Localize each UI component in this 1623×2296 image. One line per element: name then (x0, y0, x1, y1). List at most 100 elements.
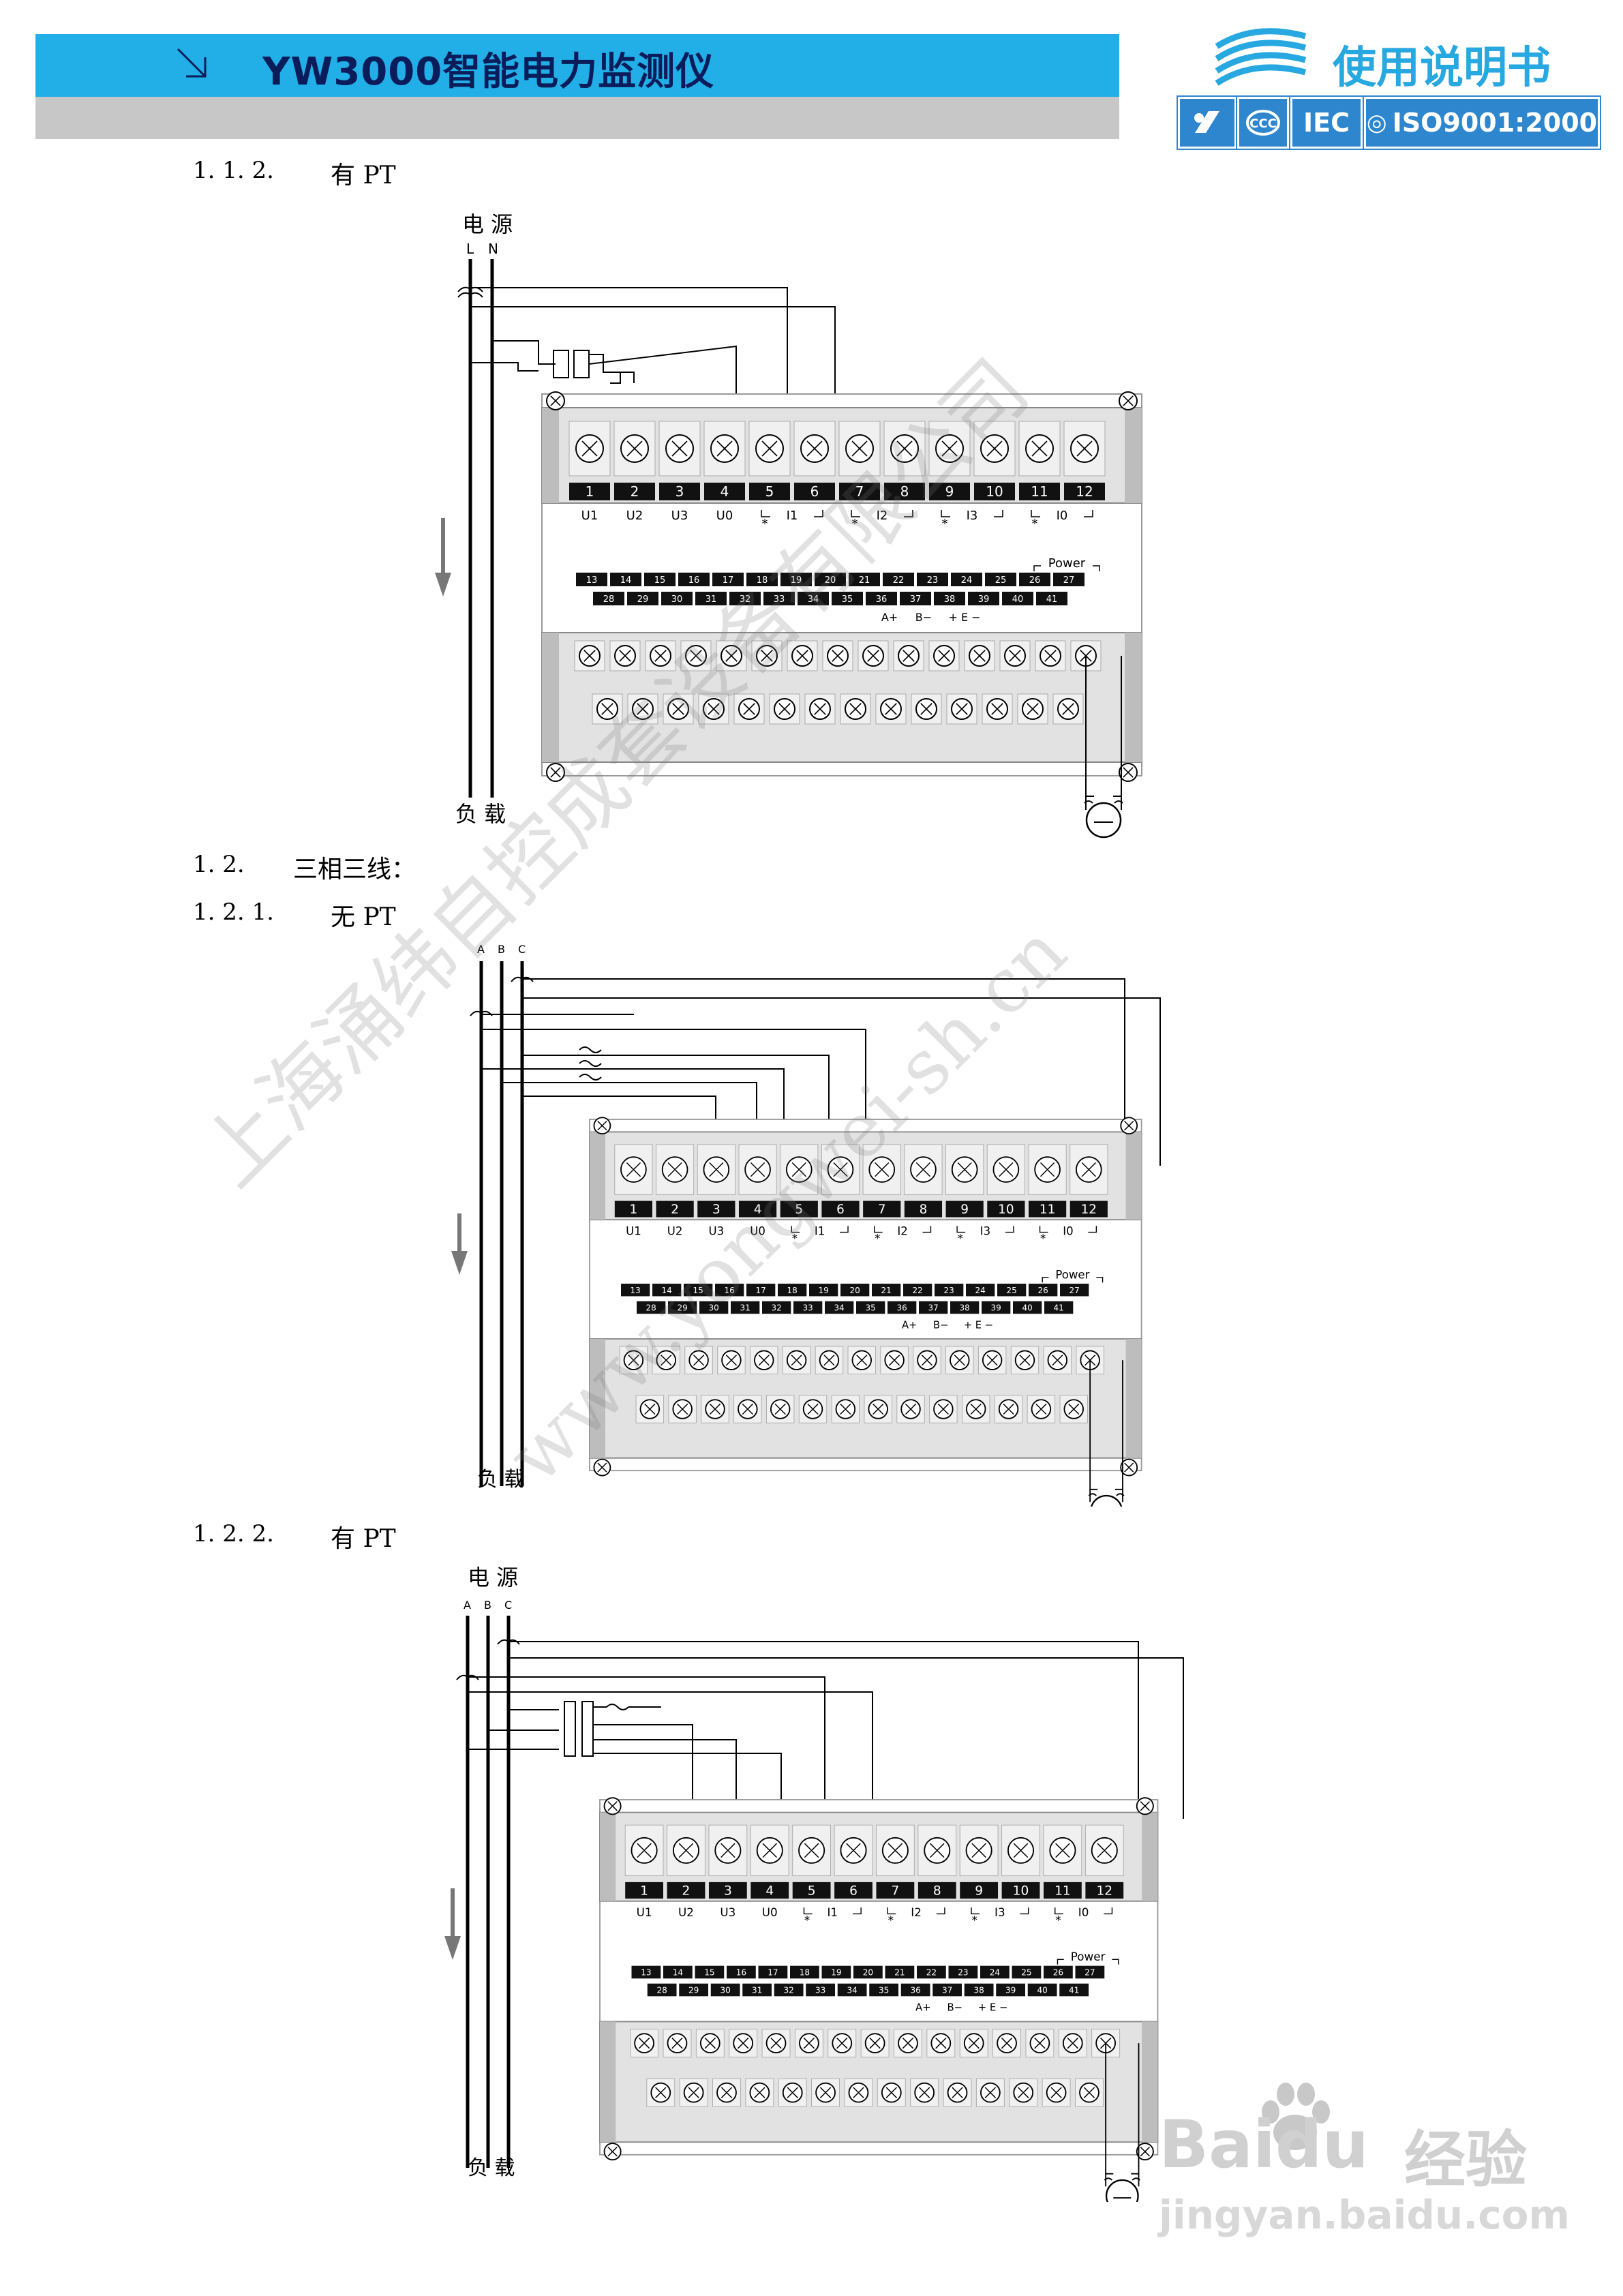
terminal-number-box (798, 592, 829, 605)
section-title: 三相三线： (293, 856, 416, 883)
terminal-number-box (966, 1284, 995, 1297)
terminal-number-box (821, 1200, 860, 1218)
polarity-mark: * (888, 1913, 894, 1927)
terminal-number: 2 (631, 483, 639, 500)
terminal-number: 24 (961, 575, 973, 586)
manual-label: 使用说明书 (1333, 43, 1551, 93)
terminal-label: I2 (911, 1905, 922, 1919)
wave-logo-icon (1215, 28, 1307, 86)
terminal-number: 26 (1038, 1286, 1048, 1295)
terminal-number: 16 (725, 1286, 735, 1295)
section-title: 无 PT (331, 903, 396, 931)
terminal-number-box (856, 1301, 885, 1314)
phase-label-a: A (477, 943, 485, 956)
terminal-number: 27 (1063, 575, 1075, 586)
terminal-number: 26 (1029, 575, 1041, 586)
terminal-number-box (1029, 1200, 1067, 1218)
terminal-number: 36 (910, 1986, 920, 1995)
terminal-number: 32 (772, 1303, 782, 1313)
terminal-number-box (809, 1284, 838, 1297)
terminal-number-box (1044, 1301, 1074, 1314)
terminal-number: 14 (620, 575, 632, 586)
terminal-number-box (866, 592, 897, 605)
section-title: 有 PT (331, 1525, 396, 1553)
terminal-number: 20 (825, 575, 836, 586)
phase-label-c: C (504, 1599, 512, 1612)
load-label: 负 载 (477, 1468, 525, 1492)
terminal-number: 10 (998, 1203, 1014, 1217)
terminal-number-box (948, 1965, 978, 1979)
terminal-number: 7 (855, 483, 864, 500)
arrow-down-icon (435, 518, 451, 596)
terminal-number-box (863, 1200, 901, 1218)
terminal-number: 31 (752, 1986, 762, 1995)
arrow-down-icon (451, 1213, 468, 1275)
terminal-number-box (917, 1882, 956, 1899)
terminal-label: U3 (671, 509, 688, 523)
terminal-number-box (980, 1965, 1010, 1979)
terminal-number: 30 (720, 1986, 730, 1995)
terminal-number-box (917, 1965, 946, 1979)
terminal-number: 20 (850, 1286, 860, 1295)
terminal-number-box (774, 1983, 804, 1997)
terminal-number-box (610, 573, 641, 586)
terminal-number: 31 (706, 594, 717, 605)
terminal-number: 11 (1040, 1203, 1055, 1217)
terminal-label: U2 (678, 1905, 694, 1919)
terminal-number-box (1064, 483, 1105, 500)
terminal-number-box (1019, 573, 1050, 586)
document-title: YW3000智能电力监测仪 (262, 50, 715, 94)
terminal-number-box (996, 1983, 1026, 1997)
terminal-number: 8 (920, 1203, 928, 1217)
paw-icon (1262, 2083, 1330, 2150)
terminal-number: 25 (1007, 1286, 1017, 1295)
terminal-number: 24 (990, 1968, 1000, 1978)
iec-badge: IEC (1290, 97, 1363, 149)
terminal-number-box (839, 483, 880, 500)
section-title: 有 PT (331, 162, 396, 190)
terminal-number-box (684, 1284, 713, 1297)
terminal-number-box (832, 592, 863, 605)
phase-label-c: C (518, 943, 526, 956)
iso-badge: ◎ ISO9001:2000 (1364, 97, 1600, 149)
terminal-number: 3 (712, 1203, 721, 1217)
terminal-number: 19 (791, 575, 802, 586)
terminal-number-box (1029, 1284, 1058, 1297)
polarity-mark: * (852, 517, 858, 531)
terminal-label: I0 (1078, 1905, 1089, 1919)
terminal-number-box (997, 1284, 1027, 1297)
terminal-number: 9 (960, 1203, 969, 1217)
terminal-label: I0 (1057, 509, 1068, 523)
terminal-number: 2 (682, 1884, 691, 1899)
terminal-number: 35 (842, 594, 853, 605)
terminal-number-box (950, 1301, 980, 1314)
terminal-number: 13 (631, 1286, 641, 1295)
terminal-number-box (656, 1200, 694, 1218)
terminal-number: 26 (1053, 1968, 1063, 1978)
terminal-number-box (621, 1284, 650, 1297)
ccc-mark-icon: CCC (1237, 97, 1289, 149)
terminal-number: 27 (1070, 1286, 1080, 1295)
polarity-mark: * (804, 1913, 810, 1927)
terminal-number: 22 (893, 575, 905, 586)
terminal-number-box (876, 1882, 915, 1899)
terminal-number: 7 (891, 1884, 899, 1899)
terminal-number: 6 (810, 483, 819, 500)
terminal-number-box (794, 483, 835, 500)
terminal-number-box (1075, 1965, 1105, 1979)
terminal-number: 28 (603, 594, 615, 605)
line-label-n: N (488, 241, 498, 257)
terminal-number: 20 (863, 1968, 873, 1978)
terminal-label: I1 (815, 1224, 825, 1237)
terminal-number: 19 (831, 1968, 841, 1978)
section-number: 1. 2. 1. (193, 898, 274, 926)
terminal-number: 13 (586, 575, 598, 586)
terminal-number: 10 (1013, 1884, 1029, 1899)
terminal-number-box (1002, 592, 1033, 605)
terminal-number-box (837, 1983, 867, 1997)
terminal-number-box (1085, 1882, 1124, 1899)
terminal-number: 41 (1069, 1986, 1079, 1995)
terminal-number: 25 (995, 575, 1007, 586)
